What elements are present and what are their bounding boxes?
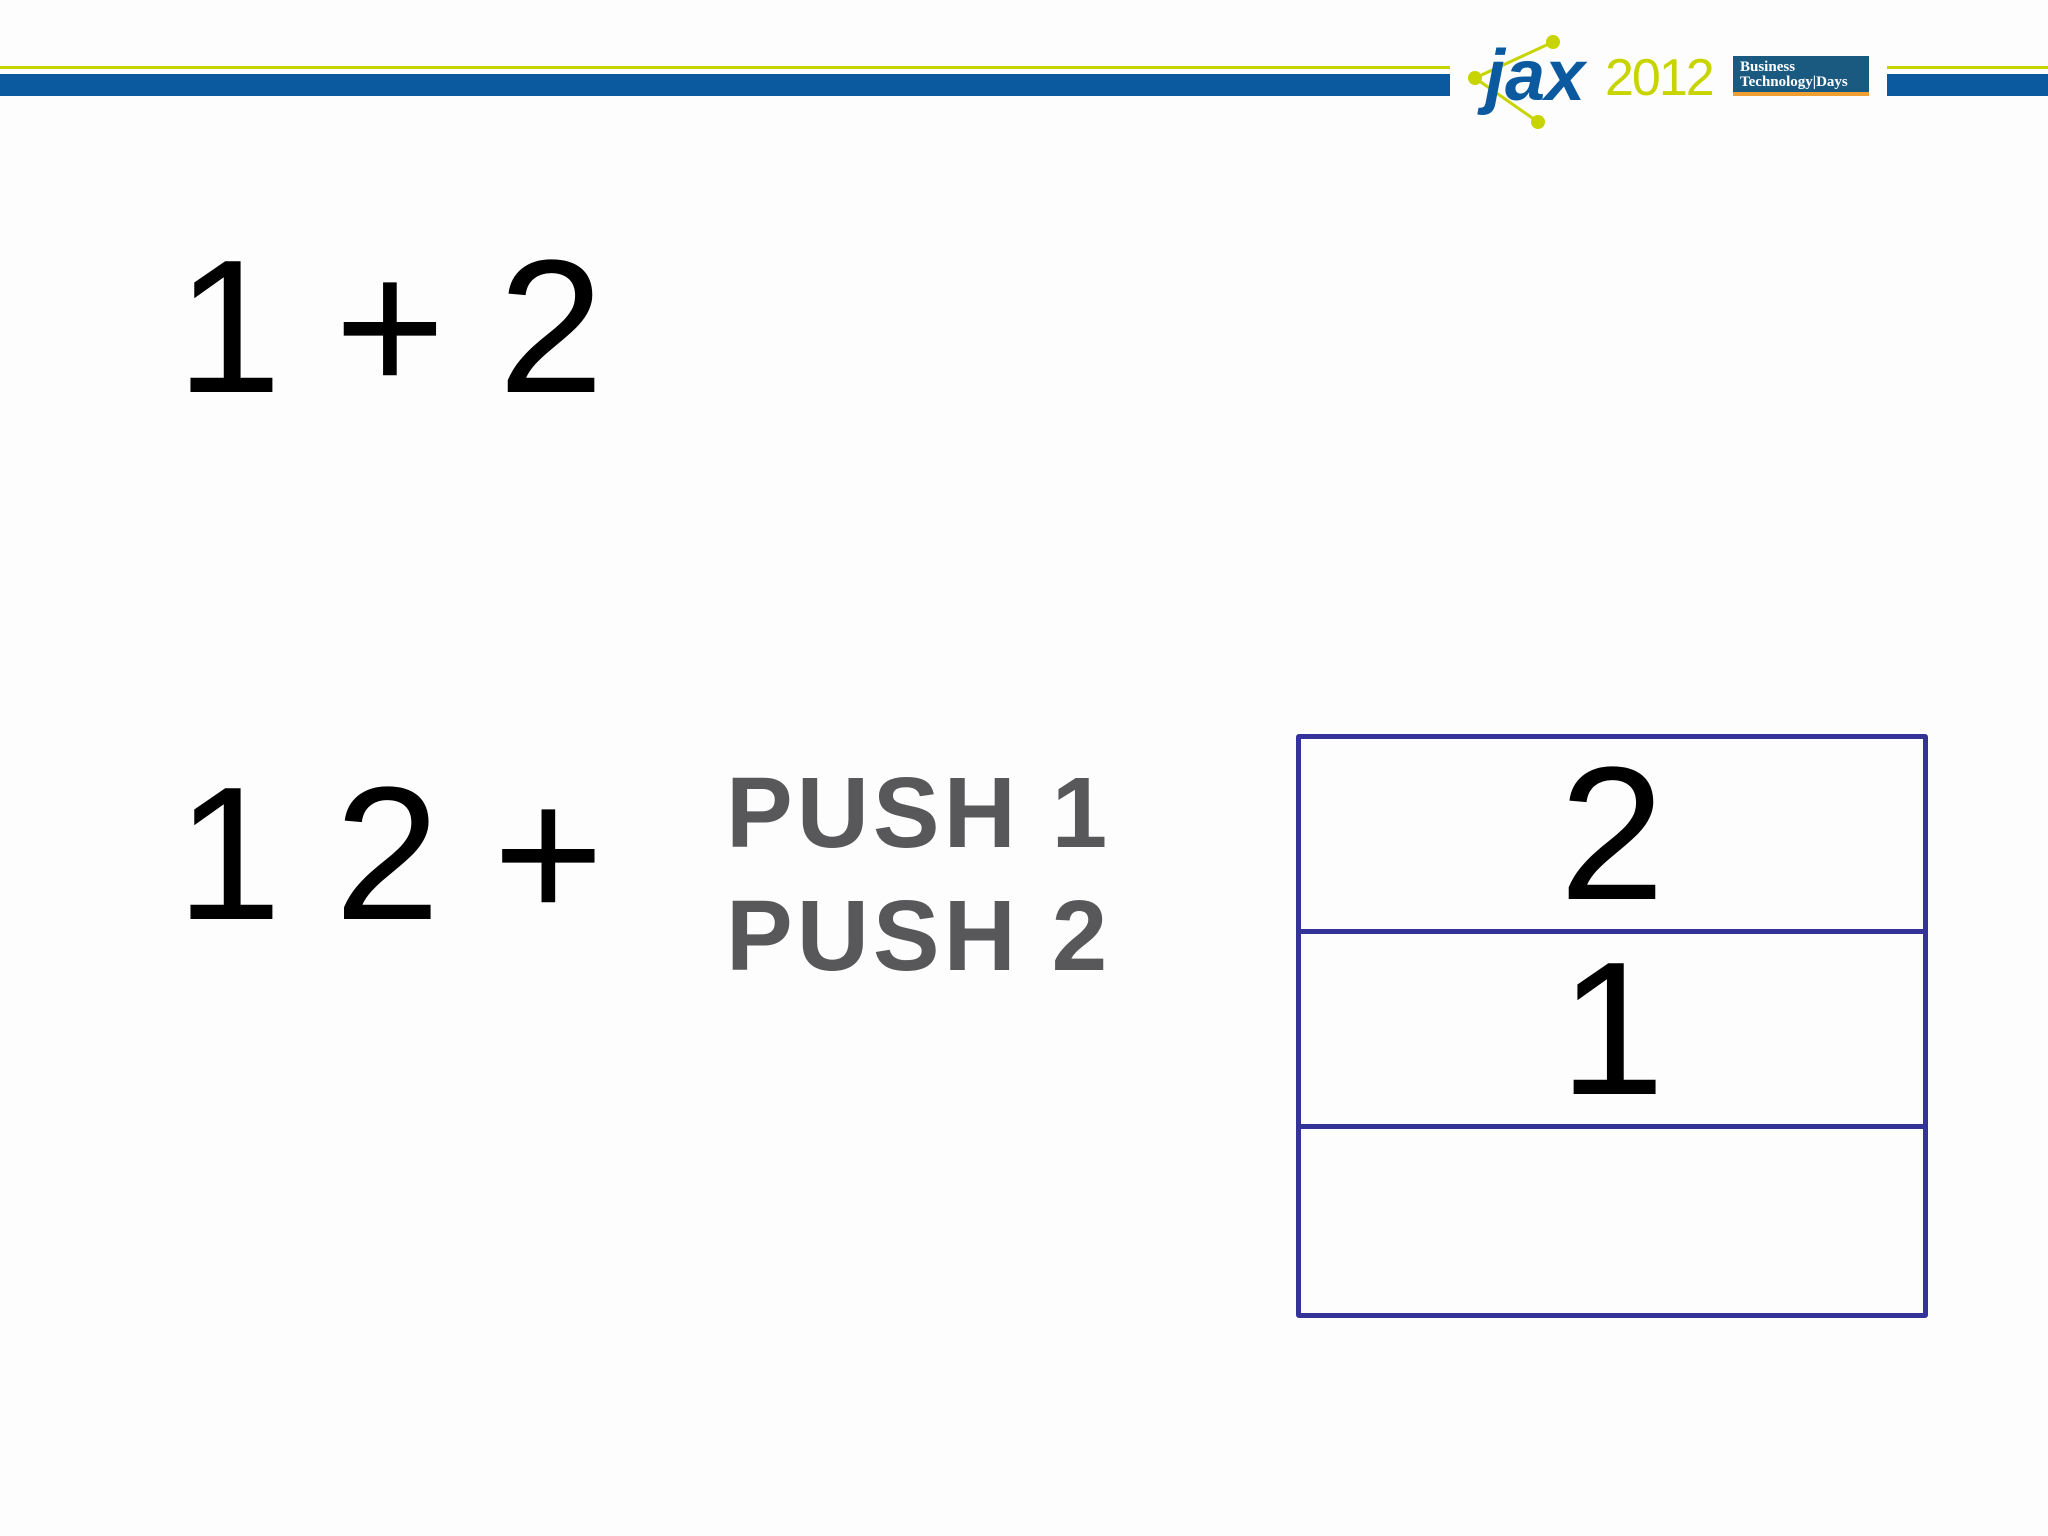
stack-cell-bottom — [1301, 1129, 1923, 1313]
postfix-expression: 1 2 + — [176, 748, 604, 960]
stack-cell-top: 2 — [1301, 739, 1923, 934]
molecule-icon — [1468, 35, 1560, 129]
stack-cell-middle: 1 — [1301, 934, 1923, 1129]
badge-line-2: Technology|Days — [1740, 74, 1848, 90]
business-technology-days-badge: Business Technology|Days — [1733, 56, 1869, 96]
logo-jax: jax — [1485, 36, 1586, 116]
badge-line-1: Business — [1740, 59, 1796, 75]
instruction-push-2: PUSH 2 — [726, 880, 1112, 992]
header-line-left-lime — [0, 66, 1450, 69]
instruction-push-1: PUSH 1 — [726, 757, 1112, 869]
header-bar-right — [1887, 74, 2048, 96]
stack-diagram: 2 1 — [1296, 734, 1928, 1318]
jax-logo: jax 2012 — [1463, 30, 1715, 135]
header-line-right-lime — [1887, 66, 2048, 69]
header-bar-left — [0, 74, 1450, 96]
infix-expression: 1 + 2 — [176, 221, 604, 433]
logo-year: 2012 — [1605, 49, 1715, 107]
